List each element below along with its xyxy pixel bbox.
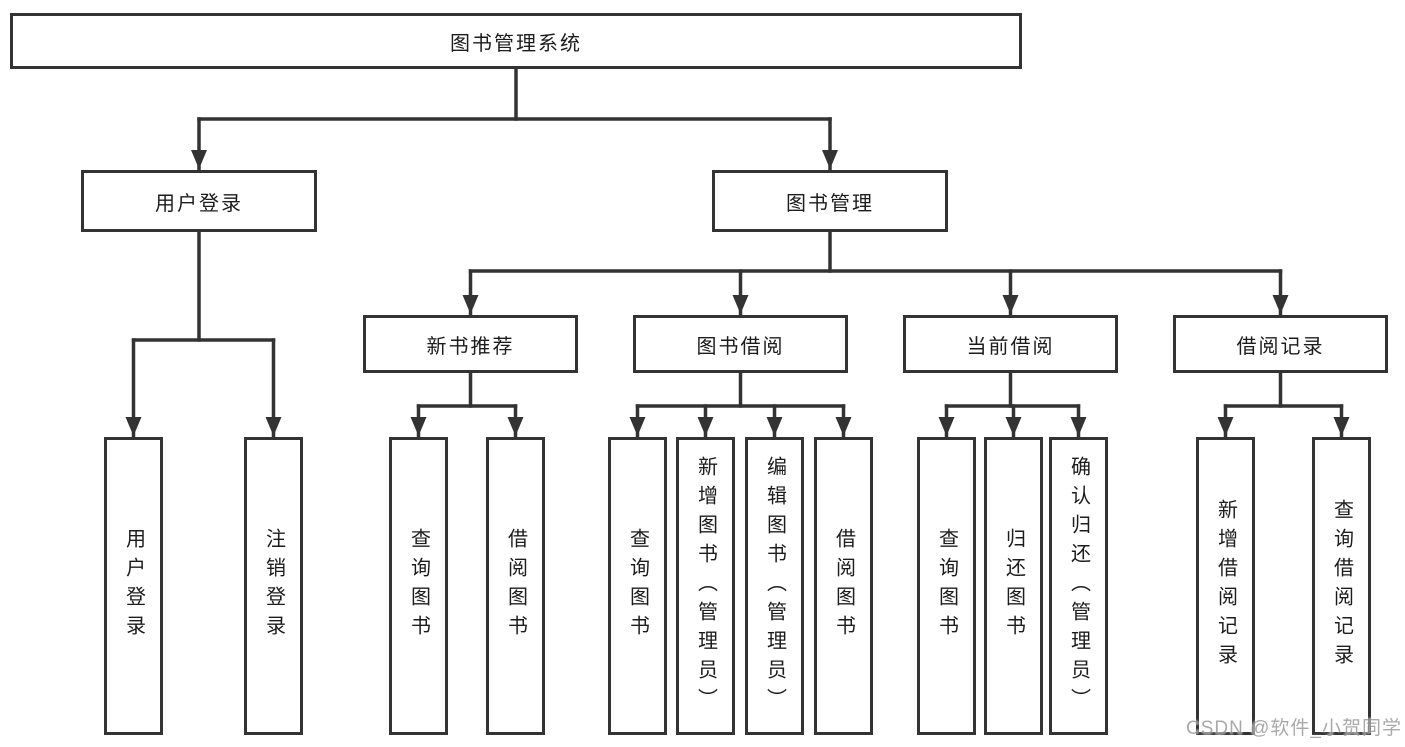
leaf-confirm-return-admin: 确认归还（管理员） <box>1049 437 1108 735</box>
leaf-borrow-books-recommend: 借阅图书 <box>486 437 545 735</box>
leaf-query-books-recommend: 查询图书 <box>389 437 448 735</box>
leaf-borrow-books: 借阅图书 <box>814 437 873 735</box>
leaf-edit-books-admin: 编辑图书（管理员） <box>745 437 804 735</box>
leaf-add-books-admin: 新增图书（管理员） <box>676 437 735 735</box>
node-new-book-recommend: 新书推荐 <box>363 315 578 373</box>
leaf-user-login: 用户登录 <box>104 437 163 735</box>
node-user-login: 用户登录 <box>81 170 317 232</box>
leaf-query-books-current: 查询图书 <box>917 437 976 735</box>
node-book-management: 图书管理 <box>712 170 948 232</box>
watermark-text: CSDN @软件_小贺同学 <box>1186 718 1402 739</box>
leaf-query-books-borrow: 查询图书 <box>608 437 667 735</box>
leaf-query-borrow-record: 查询借阅记录 <box>1312 437 1371 735</box>
node-book-borrow: 图书借阅 <box>633 315 848 373</box>
node-current-borrow: 当前借阅 <box>903 315 1118 373</box>
node-root-system: 图书管理系统 <box>10 13 1022 69</box>
leaf-return-books: 归还图书 <box>984 437 1043 735</box>
leaf-add-borrow-record: 新增借阅记录 <box>1196 437 1255 735</box>
node-borrow-records: 借阅记录 <box>1173 315 1388 373</box>
leaf-logout: 注销登录 <box>244 437 303 735</box>
